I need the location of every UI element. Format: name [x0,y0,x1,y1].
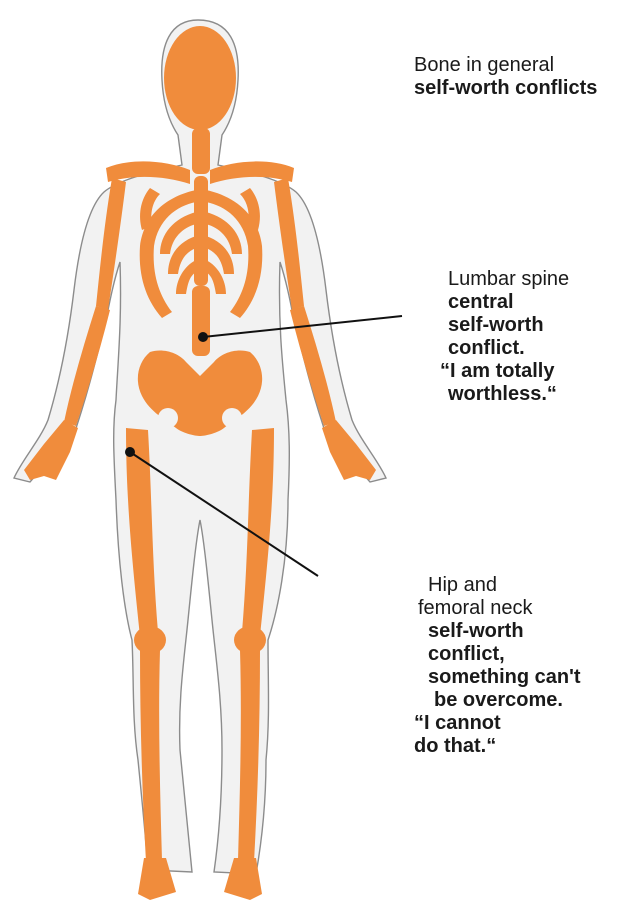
label-bone-general: Bone in general self-worth conflicts [414,54,597,100]
label-lumbar-line: “I am totally [440,360,569,383]
cervical-spine [192,128,210,174]
left-knee [134,626,166,654]
label-bone-general-line: self-worth conflicts [414,77,597,100]
label-hip-title: femoral neck [418,597,581,620]
sternum [194,176,208,286]
lumbar-marker [198,332,208,342]
label-lumbar-spine: Lumbar spine central self-worth conflict… [448,268,569,406]
label-hip-line: do that.“ [414,735,581,758]
label-lumbar-line: self-worth [448,314,569,337]
label-lumbar-line: conflict. [448,337,569,360]
label-hip-line: be overcome. [434,689,581,712]
label-hip-line: “I cannot [414,712,581,735]
label-hip: Hip and femoral neck self-worth conflict… [428,574,581,758]
label-bone-general-title: Bone in general [414,54,597,77]
hip-marker [125,447,135,457]
skull [164,26,236,130]
label-hip-line: conflict, [428,643,581,666]
label-lumbar-title: Lumbar spine [448,268,569,291]
lumbar-spine [192,286,210,356]
label-hip-title: Hip and [428,574,581,597]
label-lumbar-line: worthless.“ [448,383,569,406]
label-hip-line: something can't [428,666,581,689]
left-tibia [140,650,162,862]
label-hip-line: self-worth [428,620,581,643]
label-lumbar-line: central [448,291,569,314]
right-knee [234,626,266,654]
